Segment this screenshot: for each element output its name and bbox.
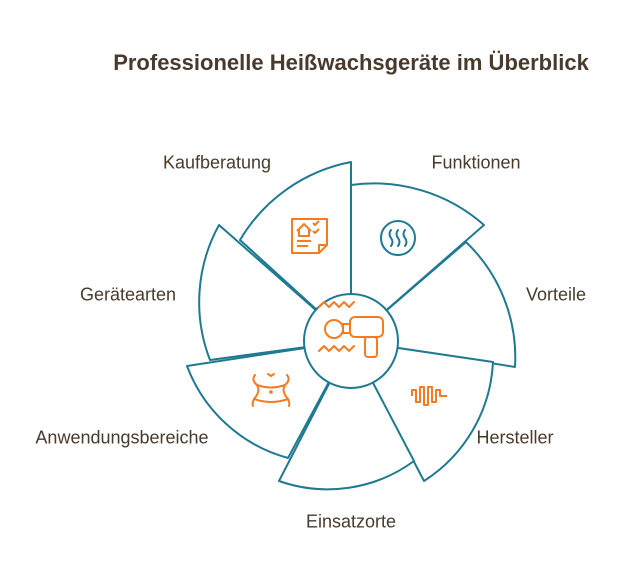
label-hersteller: Hersteller [476,427,554,448]
label-vorteile: Vorteile [525,284,587,305]
label-funktionen: Funktionen [431,152,521,173]
label-einsatzorte: Einsatzorte [305,511,397,532]
heat-waves-icon [380,220,416,256]
checklist-document-icon [291,218,328,254]
label-geraetearten: Gerätearten [79,284,177,305]
segment-funktionen[interactable] [350,182,485,342]
wax-heater-device-icon [318,301,384,358]
segment-anwendungsbereiche[interactable] [186,340,352,459]
diagram-title: Professionelle Heißwachsgeräte im Überbl… [113,50,589,75]
segment-einsatzorte[interactable] [278,340,415,491]
body-waist-icon [251,373,291,407]
label-kaufberatung: Kaufberatung [162,152,272,173]
label-anwendungsbereiche: Anwendungsbereiche [35,427,209,448]
segment-hersteller[interactable] [350,340,494,482]
segment-kaufberatung[interactable] [239,161,352,342]
waveform-icon [411,386,447,406]
center-hub[interactable] [303,293,399,389]
